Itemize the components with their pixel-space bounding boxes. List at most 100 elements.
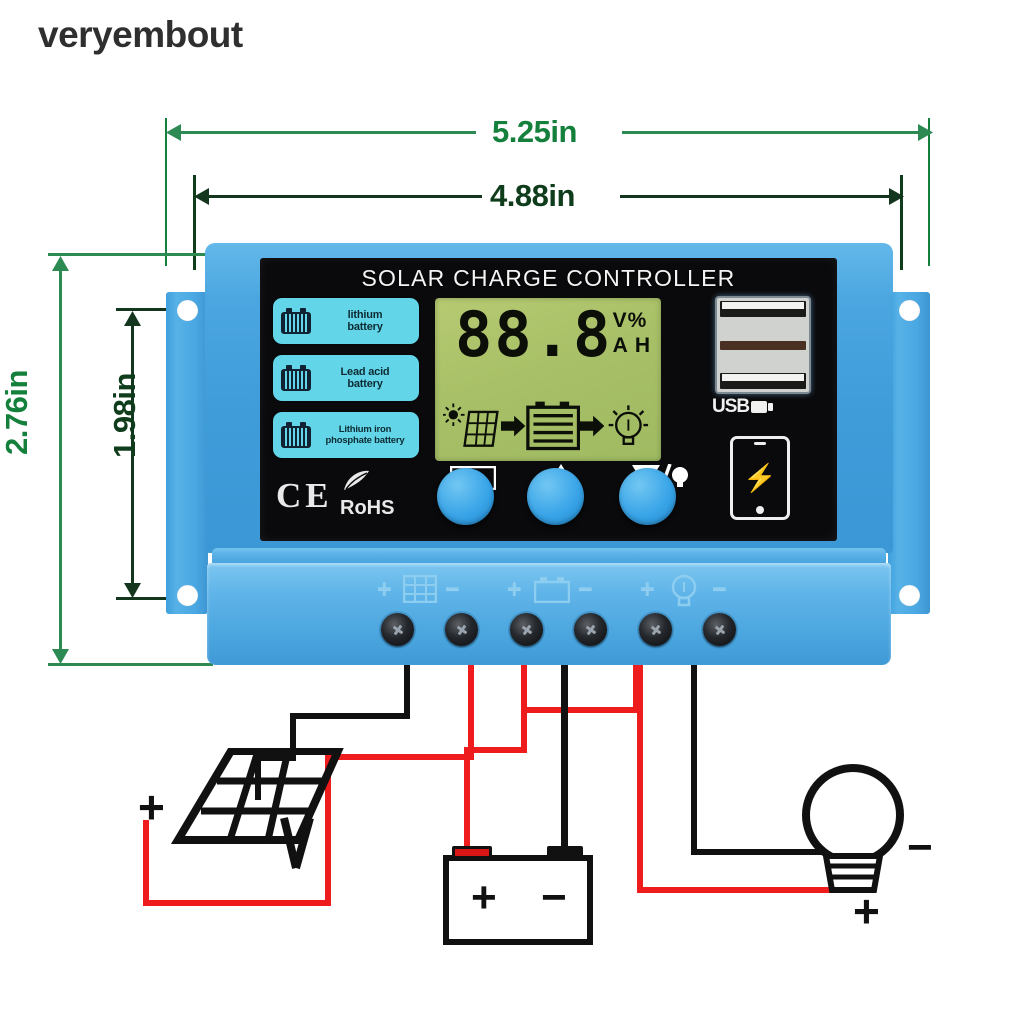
usb-divider: [720, 340, 806, 350]
mounting-hole-bottom-left: [177, 585, 198, 606]
dimension-label-width-inner: 4.88in: [490, 178, 575, 213]
sun-icon: [443, 403, 499, 447]
mounting-flange-right: [888, 292, 930, 614]
ext-line-right-inner: [900, 175, 903, 270]
wire-solar-positive-seg3: [325, 754, 331, 906]
wire-solar-negative-seg1: [404, 665, 410, 713]
solar-positive-label: +: [138, 781, 165, 833]
arrow-right-inner-icon: [889, 188, 904, 205]
light-bulb-icon: [608, 405, 649, 445]
wire-battery-positive-seg1: [521, 665, 527, 713]
wire-battery-positive-seg4: [464, 747, 470, 855]
battery-type-label: Lithium iron phosphate battery: [325, 424, 405, 446]
wire-battery-link-seg1: [633, 665, 639, 707]
arrow-up-outer-icon: [52, 256, 69, 271]
wire-load-negative-seg1: [691, 665, 697, 855]
wire-solar-positive-seg1: [468, 665, 474, 760]
dimension-label-height-outer: 2.76in: [0, 370, 34, 455]
battery-negative-terminal: [547, 846, 583, 859]
terminal-label-load-minus: −: [712, 575, 727, 603]
dual-usb-port[interactable]: [715, 296, 811, 394]
arrow-right-outer-icon: [918, 124, 933, 141]
battery-icon: [281, 365, 311, 391]
terminal-screw-load-minus[interactable]: [703, 613, 736, 646]
rohs-mark: RoHS: [340, 497, 395, 519]
terminal-screw-solar-minus[interactable]: [445, 613, 478, 646]
battery-icon: [281, 308, 311, 334]
terminal-label-battery-minus: −: [578, 575, 593, 603]
dim-line-height-outer: [59, 265, 62, 655]
wire-solar-negative-seg2: [290, 713, 410, 719]
arrow-left-inner-icon: [194, 188, 209, 205]
dim-line-outer-left: [176, 131, 476, 134]
mounting-flange-left: [166, 292, 208, 614]
wire-load-positive-seg2: [637, 887, 837, 893]
usb-label: USB: [712, 396, 750, 417]
solar-panel-icon: [403, 575, 437, 603]
product-title: SOLAR CHARGE CONTROLLER: [361, 265, 736, 291]
wire-solar-negative-seg4: [255, 755, 296, 761]
watermark-text: veryembout: [38, 14, 243, 55]
mounting-hole-top-right: [899, 300, 920, 321]
load-negative-label: −: [907, 823, 933, 872]
lcd-flow-indicators: [443, 397, 653, 455]
usb-slot-bottom: [720, 373, 806, 389]
terminal-block: + − + − + −: [207, 563, 891, 665]
terminal-screw-battery-plus[interactable]: [510, 613, 543, 646]
lcd-value: 88.8: [455, 298, 613, 371]
terminal-screw-solar-plus[interactable]: [381, 613, 414, 646]
ce-mark: CE: [276, 476, 333, 515]
ext-line-left-outer: [165, 118, 167, 266]
wire-solar-positive-seg2: [325, 754, 474, 760]
arrow-right-icon: [579, 415, 605, 437]
dim-line-outer-right: [622, 131, 922, 134]
up-button[interactable]: [527, 468, 584, 525]
wire-battery-link-seg2: [521, 707, 639, 713]
wire-battery-negative: [561, 665, 568, 857]
usb-connector-icon: [751, 401, 774, 413]
usb-label-group: USB: [712, 396, 774, 418]
wire-load-positive-seg1: [637, 665, 643, 893]
wire-battery-positive-seg2: [464, 747, 527, 753]
arrow-down-outer-icon: [52, 649, 69, 664]
battery-type-label: lithium battery: [347, 308, 383, 334]
light-bulb-icon: [671, 574, 697, 607]
ext-line-top-outer: [48, 253, 213, 256]
terminal-label-battery-plus: +: [507, 575, 522, 603]
usb-slot-top: [720, 301, 806, 317]
dim-line-inner-right: [620, 195, 895, 198]
terminal-screw-battery-minus[interactable]: [574, 613, 607, 646]
mounting-hole-top-left: [177, 300, 198, 321]
lcd-units: V% A H: [612, 309, 651, 357]
mounting-hole-bottom-right: [899, 585, 920, 606]
arrow-up-inner-icon: [124, 311, 141, 326]
battery-positive-label: +: [471, 873, 497, 922]
arrow-down-inner-icon: [124, 583, 141, 598]
load-positive-label: +: [853, 885, 880, 937]
terminal-label-solar-minus: −: [445, 575, 460, 603]
lcd-display: 88.8 V% A H: [435, 298, 661, 461]
terminal-screw-load-plus[interactable]: [639, 613, 672, 646]
battery-type-lithium: lithium battery: [273, 298, 419, 344]
light-bulb-icon: [802, 764, 904, 893]
menu-select-button[interactable]: [437, 468, 494, 525]
battery-icon: [534, 577, 570, 603]
wire-battery-positive-seg3: [521, 707, 527, 753]
battery-positive-terminal: [452, 846, 492, 859]
down-light-button[interactable]: [619, 468, 676, 525]
battery-icon: [281, 422, 311, 448]
wire-load-negative-seg2: [691, 849, 839, 855]
solar-panel-icon: [463, 410, 499, 447]
ext-line-bottom-outer: [48, 663, 213, 666]
battery-type-lead-acid: Lead acid battery: [273, 355, 419, 401]
dimension-label-width-outer: 5.25in: [492, 114, 577, 149]
terminal-label-load-plus: +: [640, 575, 655, 603]
solar-panel-icon: [170, 748, 344, 870]
device-front-panel: SOLAR CHARGE CONTROLLER lithium battery …: [260, 258, 837, 541]
battery-icon: [443, 855, 593, 945]
wire-solar-positive-seg4: [143, 900, 331, 906]
battery-icon: [525, 401, 580, 451]
ext-line-left-inner: [193, 175, 196, 270]
battery-negative-label: −: [541, 873, 567, 922]
